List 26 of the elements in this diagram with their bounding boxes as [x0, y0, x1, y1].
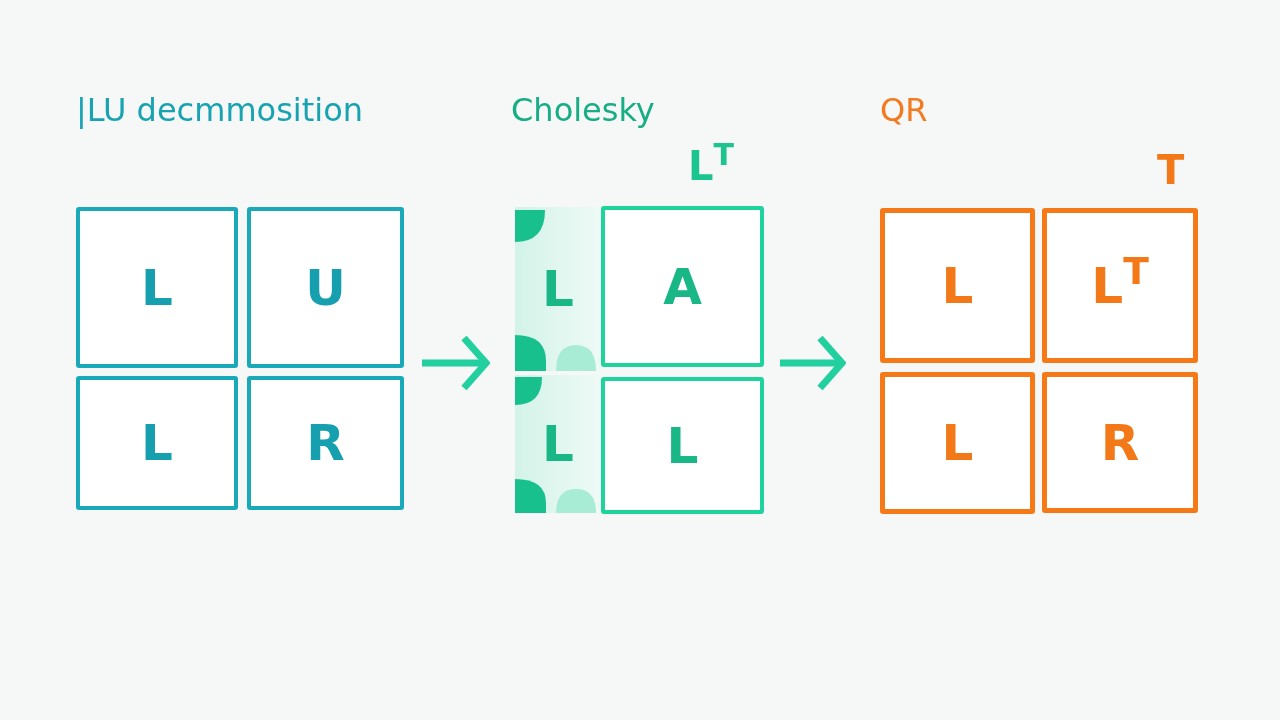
matrix-symbol: L: [141, 262, 173, 313]
matrix-symbol: L: [941, 260, 974, 311]
matrix-block: [601, 377, 764, 514]
matrix-block: [1042, 208, 1198, 363]
matrix-band: [515, 375, 601, 513]
matrix-symbol: U: [305, 262, 346, 313]
matrix-symbol: R: [306, 418, 345, 468]
matrix-block: [247, 376, 404, 510]
matrix-symbol: R: [1100, 417, 1140, 468]
matrix-block: [76, 207, 238, 368]
matrix-symbol: A: [663, 261, 702, 312]
group-heading: QR: [880, 94, 928, 126]
column-label: T: [1157, 150, 1185, 190]
matrix-band: [515, 207, 601, 371]
matrix-block: [880, 208, 1035, 363]
matrix-symbol: L: [542, 264, 574, 314]
group-heading: Cholesky: [511, 94, 655, 126]
matrix-block: [247, 207, 404, 368]
matrix-block: [1042, 372, 1198, 513]
matrix-symbol: L: [941, 418, 974, 468]
matrix-symbol: L: [141, 418, 173, 468]
matrix-block: [880, 372, 1035, 514]
matrix-block: [601, 206, 764, 367]
matrix-symbol: L: [542, 419, 574, 469]
matrix-block: [76, 376, 238, 510]
matrix-symbol: L: [666, 420, 699, 471]
